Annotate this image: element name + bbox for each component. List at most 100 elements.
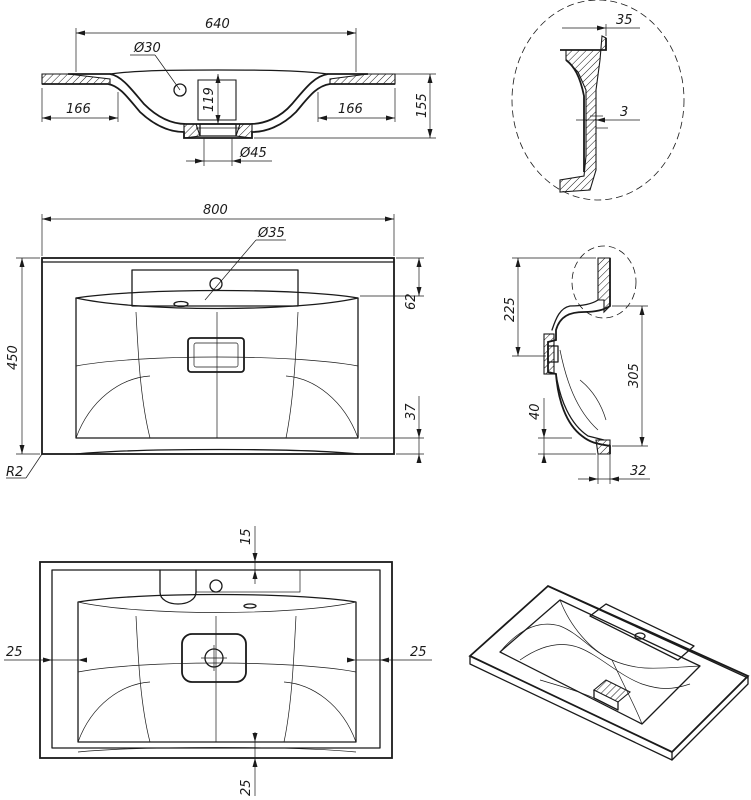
under-basin-curve-top: [77, 601, 357, 613]
arrow-40-top: [541, 429, 547, 438]
plan-basin-rib-left: [135, 311, 151, 439]
under-front-lip: [77, 747, 357, 753]
iso-side-edge: [671, 675, 749, 761]
iso-back-rim: [547, 585, 749, 679]
side-profile-inner-bowl: [559, 349, 599, 431]
dim-15: 15: [239, 528, 254, 545]
arrow-15-bottom: [252, 570, 258, 579]
arrow-450-bottom: [19, 445, 25, 454]
arrow-45-left: [195, 158, 204, 164]
arrow-32-right: [610, 476, 619, 482]
dim-305: 305: [627, 363, 642, 388]
side-profile-inner: [551, 299, 599, 331]
arrow-225-top: [515, 258, 521, 267]
section-front-bowl-back: [109, 69, 329, 75]
arrow-800-right: [385, 216, 394, 222]
plan-outline: [41, 257, 395, 455]
plan-tap-hole: [209, 277, 223, 291]
plan-front-lip: [75, 448, 359, 455]
arrow-25-left-a: [43, 657, 52, 663]
under-tap-deck: [195, 569, 301, 593]
side-profile-rim: [597, 257, 611, 314]
iso-basin: [499, 599, 701, 725]
arrow-155-bottom: [427, 129, 433, 138]
side-profile-bowl: [555, 373, 605, 441]
leader-tap-35: [204, 239, 257, 301]
plan-overflow: [173, 300, 189, 308]
section-front-drain-r: [235, 123, 253, 139]
iso-tap-hole: [634, 632, 646, 640]
under-basin-curve-mid: [77, 662, 357, 673]
section-front-rim-right: [329, 73, 396, 85]
leader-hole-30: [154, 54, 181, 91]
arrow-62-top: [416, 258, 422, 267]
arrow-45-right: [232, 158, 241, 164]
side-drain-port: [547, 345, 559, 363]
arrow-119-top: [215, 74, 221, 83]
arrow-166-left-a: [42, 115, 51, 121]
arrow-305-bottom: [639, 437, 645, 446]
arrow-166-right-b: [386, 115, 395, 121]
dim-800: 800: [203, 203, 228, 218]
side-detail-callout: [571, 245, 637, 319]
section-front-hole: [173, 83, 187, 97]
dim-225: 225: [503, 297, 518, 322]
arrow-15-top: [252, 553, 258, 562]
iso-front-edge: [469, 655, 673, 761]
detail-rim-view: 35 3: [511, 0, 685, 201]
dim-25-bottom: 25: [239, 779, 254, 796]
iso-drain-box: [593, 689, 619, 711]
dim-3: 3: [620, 105, 628, 120]
detail-outline-inner: [565, 59, 585, 172]
under-basin: [77, 593, 357, 743]
dim-37: 37: [404, 403, 419, 420]
dim-25-left: 25: [6, 645, 23, 660]
plan-drain-outer: [187, 337, 245, 373]
detail-boundary: [511, 0, 685, 201]
arrow-450-top: [19, 258, 25, 267]
arrow-37-bottom: [416, 454, 422, 463]
dim-450: 450: [6, 345, 21, 370]
section-front-outer: [42, 83, 395, 139]
plan-basin-rib-right: [285, 311, 299, 439]
dim-tap-35: Ø35: [257, 226, 285, 241]
iso-tap-deck: [589, 603, 695, 661]
arrow-119-bottom: [215, 115, 221, 124]
top-plan-view: Ø35 800 450 62 37 R2: [6, 203, 424, 480]
dim-r2: R2: [6, 465, 23, 480]
arrow-800-left: [42, 216, 51, 222]
dim-40: 40: [528, 403, 543, 420]
section-side-view: 225 305 40 32: [503, 245, 650, 484]
dim-640: 640: [205, 17, 230, 32]
section-front-drain: [183, 123, 201, 139]
arrow-25-bottom-a: [252, 733, 258, 742]
under-basin-low-right: [283, 681, 357, 743]
leader-r2: [25, 453, 43, 479]
arrow-640-right: [347, 30, 356, 36]
plan-basin-curve-low-left: [75, 375, 151, 439]
under-basin-rib-left: [135, 615, 151, 743]
section-front-drain-opening: [199, 123, 237, 137]
detail-profile: [559, 35, 607, 193]
side-profile-curve: [579, 379, 607, 421]
dim-25-right: 25: [410, 645, 427, 660]
arrow-25-right-a: [347, 657, 356, 663]
dim-32: 32: [630, 464, 647, 479]
iso-drain: [593, 679, 631, 703]
iso-basin-curve-d: [611, 659, 643, 725]
arrow-25-bottom-b: [252, 758, 258, 767]
arrow-166-right-a: [318, 115, 327, 121]
arrow-640-left: [76, 30, 85, 36]
arrow-3: [596, 117, 605, 123]
under-overflow: [243, 603, 257, 609]
under-drain: [181, 633, 247, 683]
section-front-rim-left: [41, 73, 111, 85]
dim-62: 62: [404, 293, 419, 310]
arrow-225-bottom: [515, 347, 521, 356]
iso-top-outline: [468, 584, 750, 754]
dim-166-left: 166: [66, 102, 91, 117]
dim-hole-30: Ø30: [133, 41, 161, 56]
iso-basin-curve-a: [499, 623, 701, 669]
plan-basin-curve-low-right: [285, 375, 359, 439]
